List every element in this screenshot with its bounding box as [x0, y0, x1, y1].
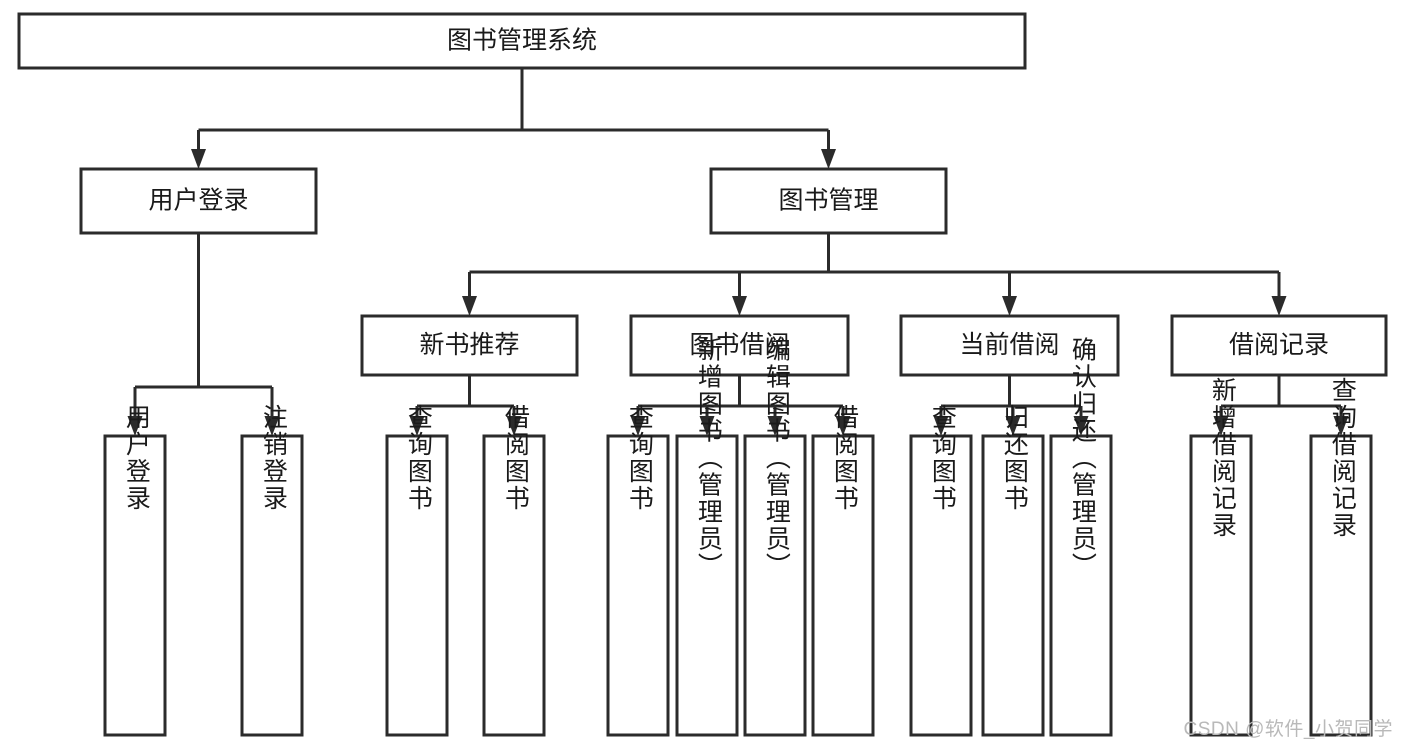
- node-layer: 图书管理系统用户登录图书管理新书推荐图书借阅当前借阅借阅记录用户登录注销登录查询…: [17, 12, 1388, 737]
- node-label: 查询图书: [928, 404, 957, 512]
- node-box: [606, 434, 670, 737]
- node-label: 用户登录: [148, 187, 248, 215]
- node-l3-cur-confirm[interactable]: 确认归还（管理员）: [1049, 337, 1113, 737]
- node-label: 新增借阅记录: [1208, 377, 1237, 539]
- node-box: [909, 434, 973, 737]
- node-box: [1170, 314, 1388, 377]
- node-label: 借阅图书: [830, 404, 859, 512]
- connector-arrowhead: [1213, 416, 1229, 436]
- node-label: 查询图书: [404, 404, 433, 512]
- node-label: 新增图书（管理员）: [694, 337, 723, 580]
- node-label: 注销登录: [259, 404, 288, 512]
- connector-arrowhead: [630, 416, 646, 436]
- node-box: [743, 434, 807, 737]
- node-label: 用户登录: [122, 404, 151, 512]
- node-label: 借阅图书: [501, 404, 530, 512]
- node-l3-bo-edit[interactable]: 编辑图书（管理员）: [743, 337, 807, 737]
- connector-arrowhead: [835, 416, 851, 436]
- node-label: 查询图书: [625, 404, 654, 512]
- node-label: 确认归还（管理员）: [1068, 337, 1097, 580]
- node-l1-book[interactable]: 图书管理: [709, 167, 948, 235]
- node-box: [981, 434, 1045, 737]
- node-label: 图书管理: [778, 187, 878, 215]
- connector-arrowhead: [264, 416, 280, 436]
- node-label: 编辑图书（管理员）: [762, 337, 791, 580]
- node-label: 查询借阅记录: [1328, 377, 1357, 539]
- node-l3-user-logout[interactable]: 注销登录: [240, 404, 304, 737]
- connector-arrowhead: [933, 416, 949, 436]
- node-box: [811, 434, 875, 737]
- node-box: [360, 314, 579, 377]
- node-box: [482, 434, 546, 737]
- node-l2-borrow[interactable]: 图书借阅: [629, 314, 850, 377]
- connector-arrowhead: [1073, 416, 1089, 436]
- node-label: 归还图书: [1000, 404, 1029, 512]
- node-box: [629, 314, 850, 377]
- connector-arrowhead: [821, 149, 836, 169]
- node-l3-bo-add[interactable]: 新增图书（管理员）: [675, 337, 739, 737]
- node-box: [899, 314, 1120, 377]
- node-l3-cur-query[interactable]: 查询图书: [909, 404, 973, 737]
- node-l2-new[interactable]: 新书推荐: [360, 314, 579, 377]
- node-box: [17, 12, 1027, 70]
- node-l3-new-query[interactable]: 查询图书: [385, 404, 449, 737]
- connector-arrowhead: [767, 416, 783, 436]
- connector-arrowhead: [1271, 296, 1287, 316]
- connector-arrowhead: [409, 416, 425, 436]
- node-box: [1309, 434, 1373, 737]
- connector-arrowhead: [462, 296, 477, 316]
- node-l3-rec-add[interactable]: 新增借阅记录: [1189, 377, 1253, 737]
- connector-arrowhead: [191, 149, 206, 169]
- node-l2-current[interactable]: 当前借阅: [899, 314, 1120, 377]
- node-label: 新书推荐: [419, 331, 519, 359]
- node-label: 图书借阅: [689, 331, 789, 359]
- node-l3-cur-return[interactable]: 归还图书: [981, 404, 1045, 737]
- node-box: [385, 434, 449, 737]
- node-label: 图书管理系统: [447, 27, 597, 55]
- node-l3-new-borrow[interactable]: 借阅图书: [482, 404, 546, 737]
- node-box: [240, 434, 304, 737]
- node-label: 当前借阅: [959, 331, 1059, 359]
- connector-arrowhead: [732, 296, 747, 316]
- node-label: 借阅记录: [1229, 331, 1329, 359]
- node-l2-record[interactable]: 借阅记录: [1170, 314, 1388, 377]
- node-l3-bo-lend[interactable]: 借阅图书: [811, 404, 875, 737]
- edge-layer: [127, 68, 1349, 436]
- node-l3-bo-query[interactable]: 查询图书: [606, 404, 670, 737]
- node-box: [675, 434, 739, 737]
- connector-arrowhead: [1002, 296, 1017, 316]
- connector-arrowhead: [506, 416, 522, 436]
- node-root[interactable]: 图书管理系统: [17, 12, 1027, 70]
- connector-arrowhead: [127, 416, 143, 436]
- node-l1-user[interactable]: 用户登录: [79, 167, 318, 235]
- node-l3-rec-query[interactable]: 查询借阅记录: [1309, 377, 1373, 737]
- node-box: [103, 434, 167, 737]
- node-box: [1189, 434, 1253, 737]
- connector-arrowhead: [1005, 416, 1021, 436]
- connector-arrowhead: [1333, 416, 1349, 436]
- node-box: [79, 167, 318, 235]
- connector-arrowhead: [699, 416, 715, 436]
- node-box: [1049, 434, 1113, 737]
- node-l3-user-login[interactable]: 用户登录: [103, 404, 167, 737]
- node-box: [709, 167, 948, 235]
